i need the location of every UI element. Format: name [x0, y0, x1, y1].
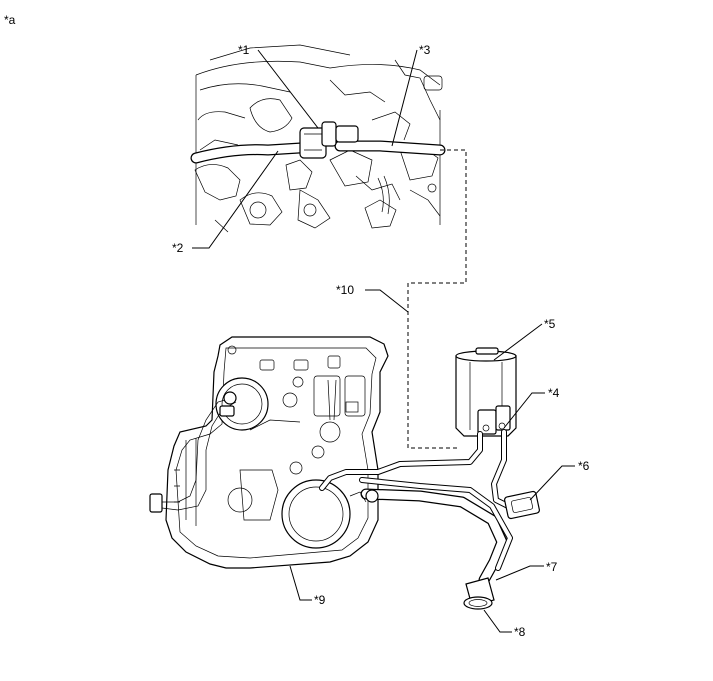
- callout-9: *9: [314, 593, 326, 607]
- leader-4: [503, 392, 545, 429]
- callout-5: *5: [544, 317, 556, 331]
- callout-3: *3: [419, 43, 431, 57]
- fuel-tank-assembly: [149, 336, 540, 610]
- leader-10: [365, 289, 409, 313]
- leader-7: [495, 565, 544, 581]
- callout-8: *8: [514, 625, 526, 639]
- callout-6: *6: [578, 459, 590, 473]
- leader-6: [529, 465, 575, 501]
- leader-1: [257, 49, 319, 129]
- callout-2: *2: [172, 241, 184, 255]
- view-label: *a: [4, 13, 16, 27]
- dashed-connection: [407, 149, 467, 449]
- callout-4: *4: [548, 386, 560, 400]
- callout-1: *1: [238, 43, 250, 57]
- engine-bay-view: [190, 44, 446, 233]
- leader-3: [391, 49, 418, 147]
- leader-2: [192, 150, 279, 249]
- leader-5: [493, 323, 543, 361]
- callout-10: *10: [336, 283, 354, 297]
- leader-9: [289, 565, 312, 601]
- callout-7: *7: [546, 560, 558, 574]
- leader-8: [483, 609, 512, 633]
